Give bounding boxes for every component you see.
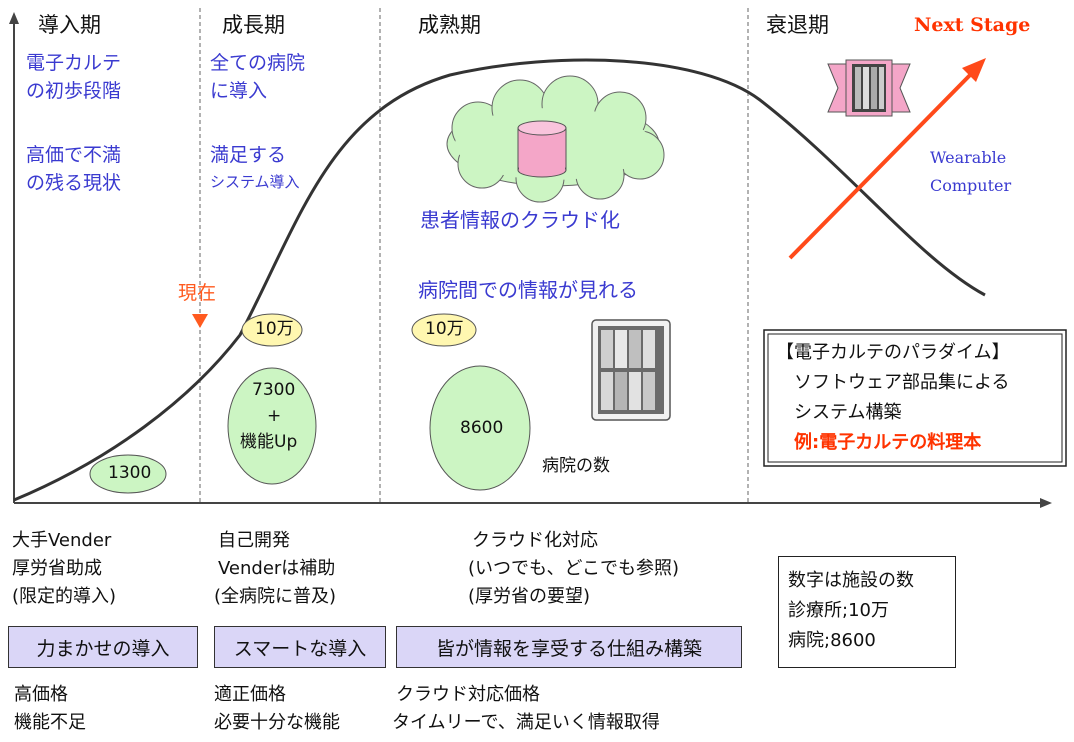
bubble-intro-label: 1300 — [108, 463, 152, 483]
wearable-text-2: Computer — [930, 176, 1012, 195]
mature-cloud-text: 患者情報のクラウド化 — [420, 208, 620, 232]
mature-desc-1: クラウド化対応 — [472, 530, 598, 551]
growth-desc-1: 自己開発 — [218, 530, 290, 551]
intro-desc-3: (限定的導入) — [12, 586, 117, 607]
x-axis-arrow — [1040, 498, 1052, 508]
growth-price-1: 適正価格 — [214, 684, 286, 705]
wearable-text-1: Wearable — [930, 148, 1007, 167]
growth-text-1: 全ての病院 — [210, 52, 306, 74]
phase-decline: 衰退期 — [766, 13, 829, 37]
database-icon — [517, 120, 567, 178]
phase-growth: 成長期 — [222, 13, 285, 37]
bubble-growth-small-label: 10万 — [255, 319, 294, 339]
paradigm-box-outer — [763, 329, 1067, 467]
growth-desc-3: (全病院に普及) — [214, 586, 337, 607]
intro-desc-1: 大手Vender — [12, 530, 112, 551]
paradigm-line1: ソフトウェア部品集による — [794, 372, 1010, 393]
intro-desc-2: 厚労省助成 — [12, 558, 102, 579]
next-stage-arrowhead — [962, 58, 986, 82]
facility-note-1: 数字は施設の数 — [788, 570, 914, 591]
mature-approach-label: 皆が情報を享受する仕組み構築 — [396, 626, 742, 668]
intro-price-2: 機能不足 — [14, 712, 86, 733]
paradigm-title: 【電子カルテのパラダイム】 — [776, 342, 1010, 363]
lifecycle-curve — [13, 58, 986, 502]
next-stage-arrow — [788, 68, 977, 260]
current-label: 現在 — [178, 282, 217, 304]
mature-price-1: クラウド対応価格 — [396, 684, 540, 705]
bubble-growth-big-shape — [227, 367, 317, 485]
mature-desc-2: (いつでも、どこでも参照) — [468, 558, 679, 579]
growth-price-2: 必要十分な機能 — [214, 712, 340, 733]
tablet-device-icon — [591, 319, 671, 421]
y-axis-arrow — [9, 12, 19, 24]
growth-text-3: 満足する — [210, 144, 287, 166]
paradigm-line2: システム構築 — [794, 402, 902, 423]
facility-note-box — [778, 556, 956, 668]
growth-desc-2: Venderは補助 — [218, 558, 336, 579]
intro-text-3: 高価で不満 — [26, 144, 122, 166]
bubble-growth-big-line3: 機能Up — [240, 432, 298, 452]
phase-mature: 成熟期 — [418, 13, 481, 37]
intro-text-1: 電子カルテ — [26, 52, 122, 74]
paradigm-example: 例:電子カルテの料理本 — [794, 432, 982, 453]
bubble-growth-big-line1: 7300 — [252, 380, 296, 400]
hospital-count-label: 病院の数 — [542, 456, 610, 476]
intro-price-1: 高価格 — [14, 684, 68, 705]
ribbon-banner-icon — [827, 59, 911, 117]
bubble-mature-small-shape — [411, 313, 477, 347]
current-marker-icon — [192, 314, 208, 328]
facility-note-2: 診療所;10万 — [788, 600, 889, 621]
growth-text-4: システム導入 — [210, 173, 300, 191]
bubble-growth-big-line2: + — [267, 406, 282, 426]
bubble-intro-shape — [89, 454, 167, 494]
bubble-growth-small-shape — [241, 313, 303, 347]
intro-approach-label: 力まかせの導入 — [8, 626, 198, 668]
intro-text-2: の初歩段階 — [26, 80, 122, 102]
paradigm-box-inner — [767, 333, 1063, 463]
mature-desc-3: (厚労省の要望) — [468, 586, 591, 607]
phase-intro: 導入期 — [38, 13, 101, 37]
intro-text-4: の残る現状 — [26, 172, 122, 194]
growth-approach-label: スマートな導入 — [214, 626, 386, 668]
next-stage-label: Next Stage — [914, 14, 1031, 36]
bubble-mature-big-label: 8600 — [460, 418, 504, 438]
mature-price-2: タイムリーで、満足いく情報取得 — [392, 712, 660, 733]
bubble-mature-big-shape — [429, 365, 531, 491]
growth-text-2: に導入 — [210, 80, 268, 102]
bubble-mature-small-label: 10万 — [425, 319, 464, 339]
mature-share-text: 病院間での情報が見れる — [418, 278, 638, 302]
facility-note-3: 病院;8600 — [788, 630, 876, 651]
